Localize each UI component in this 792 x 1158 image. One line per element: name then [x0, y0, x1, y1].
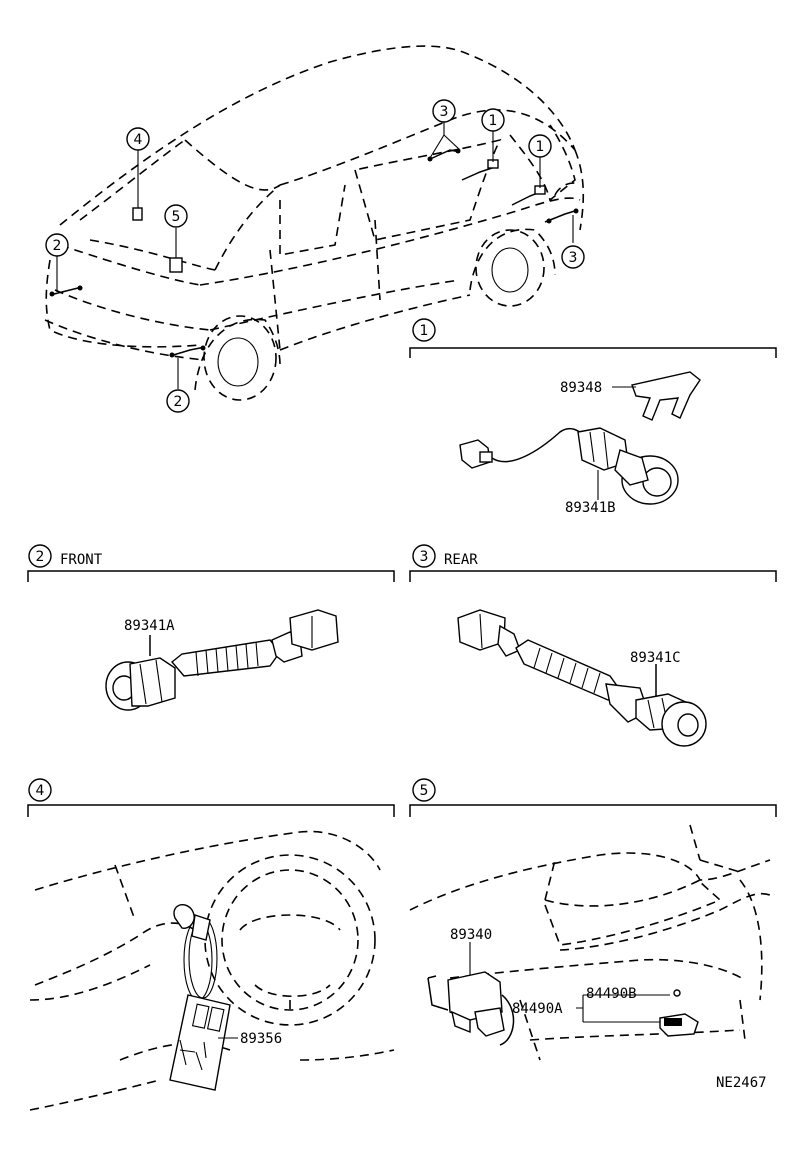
callout-5: 5	[164, 204, 188, 228]
part-label-89341C: 89341C	[630, 650, 681, 666]
part-label-89348: 89348	[560, 380, 602, 396]
svg-text:2: 2	[53, 238, 62, 254]
svg-text:1: 1	[489, 113, 498, 129]
drawing-id: NE2467	[716, 1075, 767, 1091]
callout-3b: 3	[561, 245, 585, 269]
section-title-front: FRONT	[60, 552, 103, 568]
svg-text:1: 1	[536, 139, 545, 155]
part-label-84490B: 84490B	[586, 986, 637, 1002]
section-2-front: 2 FRONT 89341A	[27, 544, 395, 711]
part-label-84490A: 84490A	[512, 1001, 563, 1017]
callout-4: 4	[126, 127, 150, 151]
svg-text:4: 4	[36, 783, 45, 799]
callout-2a: 2	[45, 233, 69, 257]
callout-1a: 3	[432, 99, 456, 123]
section-4: 4 89356	[27, 778, 395, 1111]
svg-text:2: 2	[36, 549, 45, 565]
svg-text:2: 2	[174, 394, 183, 410]
part-label-89341B: 89341B	[565, 500, 616, 516]
section-3-rear: 3 REAR 89341C	[409, 544, 777, 747]
part-label-89341A: 89341A	[124, 618, 175, 634]
svg-text:3: 3	[569, 250, 578, 266]
callout-1b: 1	[481, 108, 505, 132]
van-overview	[44, 45, 585, 401]
callout-2b: 2	[166, 389, 190, 413]
svg-text:3: 3	[440, 104, 449, 120]
svg-text:5: 5	[420, 783, 429, 799]
section-1: 1 89348 89341B	[409, 318, 777, 516]
svg-text:3: 3	[420, 549, 429, 565]
svg-text:5: 5	[172, 209, 181, 225]
callout-1c: 1	[528, 134, 552, 158]
svg-text:4: 4	[134, 132, 143, 148]
section-title-rear: REAR	[444, 552, 478, 568]
svg-text:1: 1	[420, 323, 429, 339]
part-label-89356: 89356	[240, 1031, 282, 1047]
part-label-89340: 89340	[450, 927, 492, 943]
section-5: 5 89340 84490B 84490A	[409, 778, 777, 1061]
